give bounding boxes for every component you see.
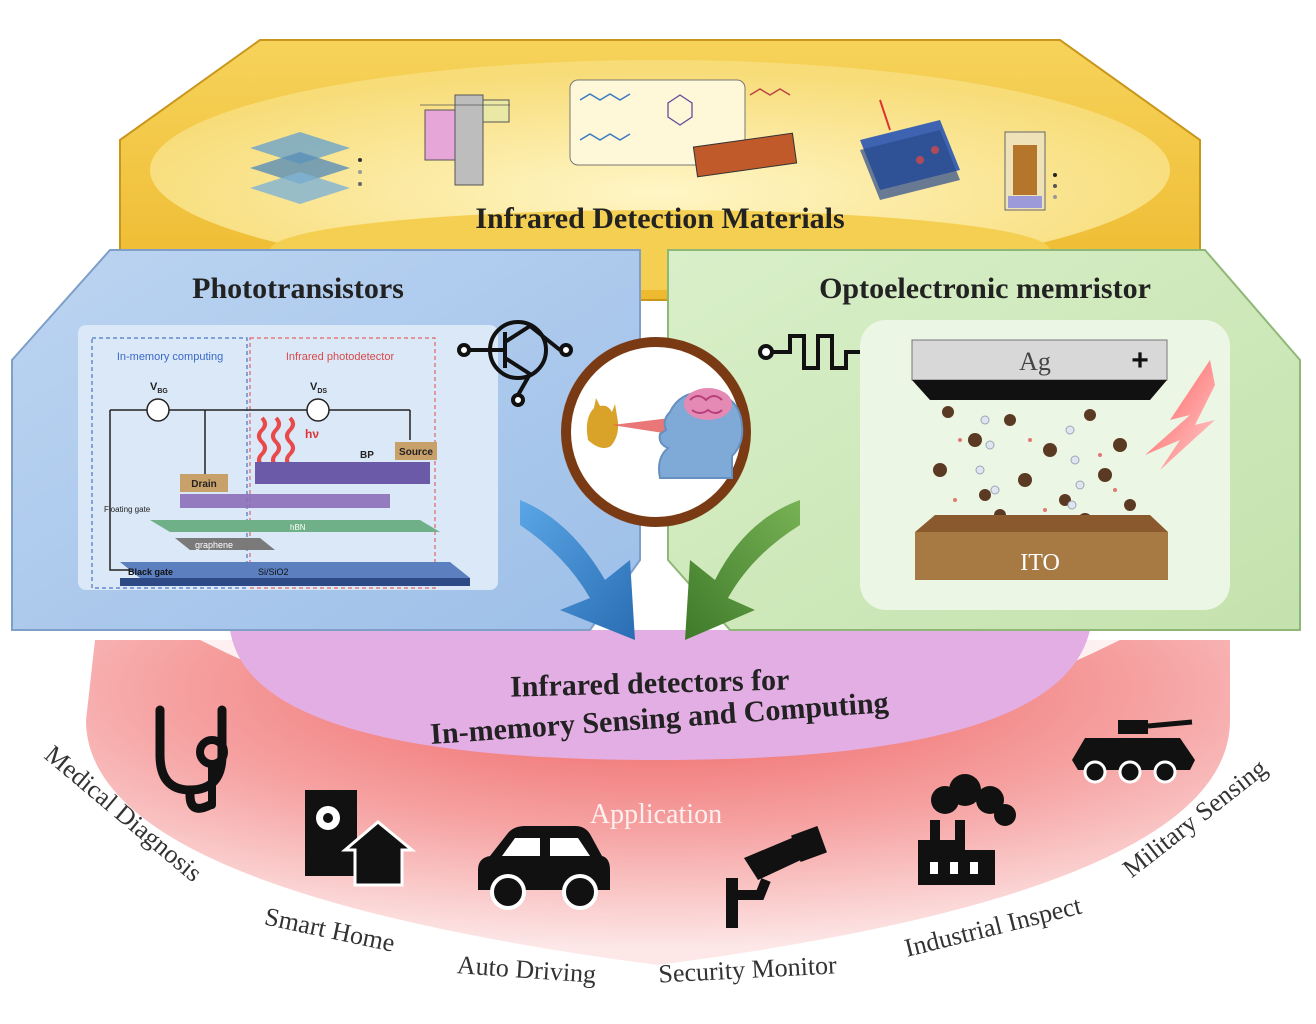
- smart-home-icon: [305, 790, 417, 887]
- material-2d-stack-thumbnail: [250, 132, 362, 204]
- vbg-source-icon: [146, 398, 170, 422]
- bottom-electrode-label: ITO: [1020, 550, 1060, 576]
- graphene-label: graphene: [195, 540, 233, 550]
- blue-arrow-icon: [520, 500, 635, 640]
- application-label: Application: [590, 799, 722, 830]
- cat-icon: [586, 398, 619, 448]
- material-molecule-thumbnail: [569, 79, 798, 178]
- top-electrode-label: Ag: [1019, 347, 1051, 376]
- source-label: Source: [399, 447, 433, 458]
- material-nanocrystal-thumbnail: [1004, 131, 1057, 211]
- hv-label: hν: [305, 427, 319, 441]
- sensing-computing-emblem: [561, 337, 751, 527]
- material-device-thumbnail: [860, 99, 960, 200]
- schematic-in-memory-label: In-memory computing: [117, 351, 223, 363]
- center-title-line1: Infrared detectors for: [510, 663, 790, 703]
- polarity-label: +: [1131, 344, 1149, 377]
- vds-label: V: [310, 381, 318, 393]
- memristor-device: Ag + ITO: [860, 320, 1230, 610]
- left-panel-title: Phototransistors: [192, 272, 404, 305]
- material-band-diagram-thumbnail: [420, 94, 510, 186]
- svg-text:VDS: VDS: [310, 381, 327, 395]
- green-arrow-icon: [685, 500, 800, 640]
- vbg-label: V: [150, 381, 158, 393]
- transistor-symbol-icon: [457, 320, 573, 407]
- right-panel: Optoelectronic memristor Ag +: [667, 249, 1301, 631]
- light-bolt-icon: [1145, 360, 1215, 470]
- factory-icon: [918, 774, 1016, 885]
- substrate-label: Si/SiO2: [258, 567, 289, 577]
- bp-label: BP: [360, 450, 374, 461]
- floating-gate-label: Floating gate: [104, 505, 151, 514]
- vds-source-icon: [306, 398, 330, 422]
- app-label-auto-driving: Auto Driving: [456, 950, 597, 989]
- car-icon: [478, 826, 610, 910]
- security-camera-icon: [726, 826, 827, 928]
- armored-vehicle-icon: [1072, 719, 1195, 784]
- drain-label: Drain: [191, 479, 217, 490]
- hbn-label: hBN: [290, 523, 306, 532]
- left-panel: Phototransistors In-memory computing Inf…: [11, 249, 641, 631]
- infrared-light-icon: [257, 416, 295, 468]
- ion-filament: [975, 415, 1085, 510]
- top-panel-title: Infrared Detection Materials: [475, 202, 844, 235]
- back-gate-label: Black gate: [128, 567, 173, 577]
- vds-sub: DS: [317, 388, 327, 395]
- vbg-sub: BG: [157, 388, 168, 395]
- stethoscope-icon: [155, 705, 228, 813]
- right-panel-title: Optoelectronic memristor: [819, 272, 1151, 305]
- center-bowl: [230, 630, 1090, 760]
- schematic-photodetector-label: Infrared photodetector: [286, 351, 395, 363]
- head-brain-icon: [658, 388, 744, 479]
- svg-text:VBG: VBG: [150, 381, 168, 395]
- phototransistor-schematic: In-memory computing Infrared photodetect…: [78, 325, 498, 590]
